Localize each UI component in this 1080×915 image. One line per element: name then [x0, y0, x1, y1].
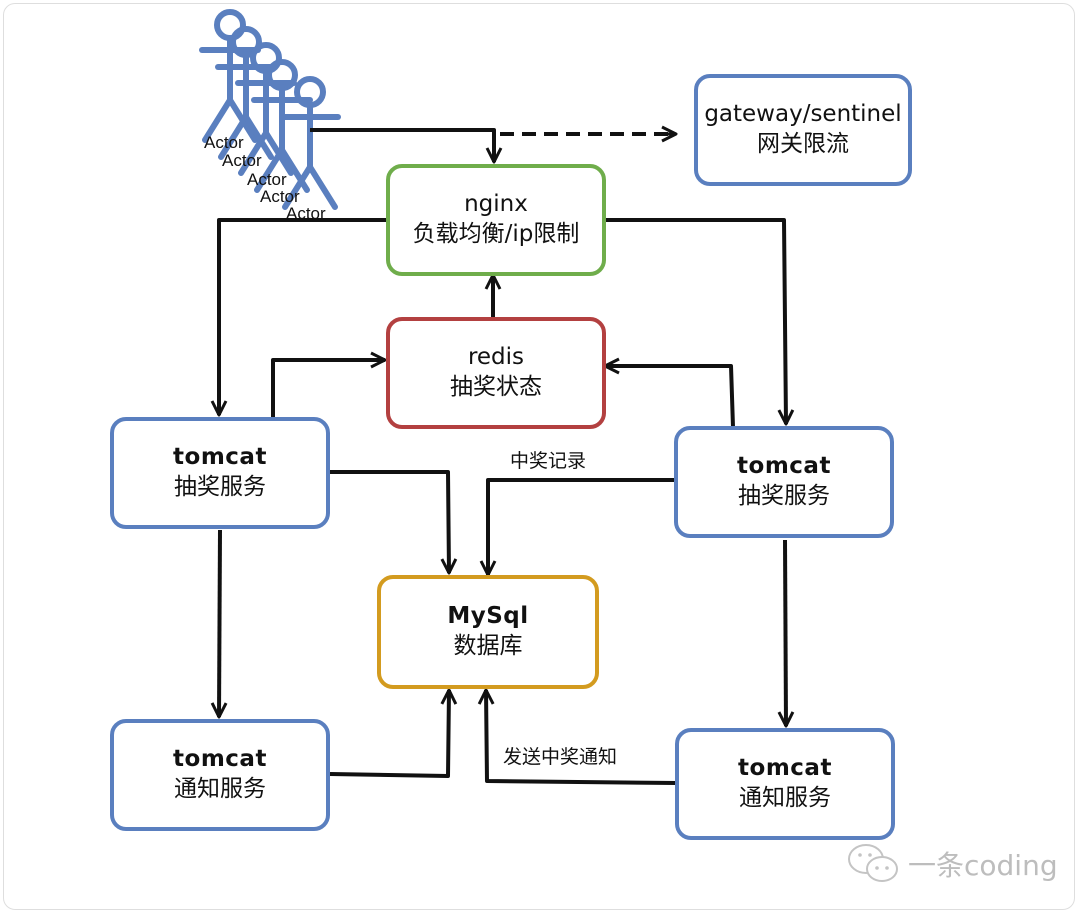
node-subtitle: 网关限流 [757, 131, 849, 157]
edge-notify-right-mysql [477, 688, 677, 785]
node-subtitle: 负载均衡/ip限制 [412, 221, 580, 247]
node-redis[interactable]: redis 抽奖状态 [386, 317, 606, 429]
node-title: MySql [447, 603, 529, 630]
actor-label: Actor [247, 170, 287, 189]
actor-label: Actor [222, 151, 262, 170]
watermark: 一条coding [846, 842, 1058, 886]
stick-figure-icon [251, 59, 313, 193]
node-nginx[interactable]: nginx 负载均衡/ip限制 [386, 164, 606, 276]
node-title: tomcat [737, 453, 831, 480]
edge-lottery-left-notify-left [210, 529, 228, 719]
edge-lottery-right-notify-right [777, 539, 795, 728]
node-subtitle: 抽奖状态 [450, 374, 542, 400]
node-subtitle: 抽奖服务 [738, 483, 830, 509]
edge-lottery-left-mysql [330, 470, 458, 575]
watermark-text: 一条coding [908, 849, 1058, 882]
edge-nginx-lottery-left [210, 218, 390, 417]
node-title: redis [467, 344, 525, 371]
node-title: nginx [464, 191, 528, 218]
node-lottery-service-left[interactable]: tomcat 抽奖服务 [110, 417, 330, 529]
edge-notify-left-mysql [329, 688, 458, 778]
stick-figure-icon [279, 76, 341, 210]
node-mysql[interactable]: MySql 数据库 [377, 575, 599, 689]
edge-nginx-lottery-right [603, 218, 795, 426]
node-notify-service-right[interactable]: tomcat 通知服务 [675, 728, 895, 840]
edge-label-win-record: 中奖记录 [510, 450, 587, 472]
actor-label: Actor [204, 133, 244, 152]
node-title: tomcat [173, 444, 267, 471]
node-subtitle: 通知服务 [174, 776, 266, 802]
edge-lottery-right-redis [603, 357, 735, 428]
node-title: gateway/sentinel [704, 101, 902, 128]
node-subtitle: 抽奖服务 [174, 474, 266, 500]
edge-label-send-notice: 发送中奖通知 [503, 746, 618, 768]
actor-label: Actor [286, 204, 326, 223]
edge-lottery-left-redis [271, 351, 387, 418]
edge-actors-nginx [310, 128, 503, 164]
actor-label: Actor [260, 187, 300, 206]
node-notify-service-left[interactable]: tomcat 通知服务 [110, 719, 330, 831]
node-subtitle: 通知服务 [739, 785, 831, 811]
node-title: tomcat [738, 755, 832, 782]
actor-figures [199, 9, 341, 210]
node-lottery-service-right[interactable]: tomcat 抽奖服务 [674, 426, 894, 538]
stick-figure-icon [215, 26, 277, 160]
node-title: tomcat [173, 746, 267, 773]
node-subtitle: 数据库 [453, 633, 523, 659]
node-gateway-sentinel[interactable]: gateway/sentinel 网关限流 [694, 74, 912, 186]
wechat-icon [848, 844, 898, 882]
edge-lottery-right-mysql [479, 478, 675, 577]
